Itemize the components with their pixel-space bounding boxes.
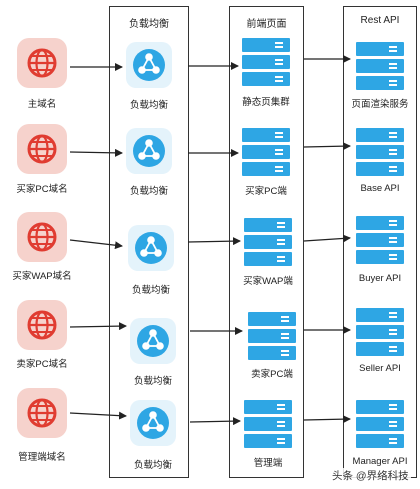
connection-arrow: [303, 415, 351, 424]
globe-icon: [27, 48, 57, 78]
render-service-label: 页面渲染服务: [351, 99, 409, 110]
seller-api-label: Seller API: [359, 363, 401, 374]
server-icon: [248, 329, 296, 343]
admin-domain-label: 管理端域名: [18, 452, 66, 463]
connection-arrow: [69, 239, 123, 250]
server-icon: [244, 252, 292, 266]
server-icon: [244, 235, 292, 249]
admin-label: 管理端: [253, 458, 283, 469]
load-balancer-node: [130, 400, 176, 446]
server-icon: [244, 400, 292, 414]
buyer-pc-domain-label: 买家PC域名: [16, 184, 68, 195]
load-balancer-label: 负载均衡: [129, 100, 168, 111]
seller-pc-label: 卖家PC端: [251, 369, 293, 380]
server-icon: [248, 346, 296, 360]
main-domain-node: [17, 38, 67, 88]
server-icon: [356, 76, 404, 90]
load-balancer-node: [128, 225, 174, 271]
server-icon: [244, 417, 292, 431]
connection-arrow: [303, 234, 351, 243]
server-icon: [242, 38, 290, 52]
server-icon: [242, 55, 290, 69]
load-balancer-icon: [133, 49, 165, 81]
globe-icon: [27, 222, 57, 252]
server-icon: [356, 400, 404, 414]
load-balancer-label: 负载均衡: [131, 285, 170, 296]
connection-arrow: [69, 411, 127, 420]
server-icon: [356, 145, 404, 159]
globe-icon: [27, 134, 57, 164]
buyer-wap-domain-label: 买家WAP域名: [12, 271, 72, 282]
buyer-api-label: Buyer API: [358, 273, 402, 284]
server-icon: [356, 59, 404, 73]
load-balancer-icon: [137, 407, 169, 439]
connection-arrow: [69, 322, 127, 331]
load-balancer-node: [126, 42, 172, 88]
server-icon: [242, 162, 290, 176]
globe-icon: [27, 398, 57, 428]
load-balancer-icon: [135, 232, 167, 264]
server-icon: [356, 417, 404, 431]
server-icon: [356, 162, 404, 176]
load-balancer-node: [130, 318, 176, 364]
server-icon: [242, 72, 290, 86]
server-icon: [356, 216, 404, 230]
load-balancer-icon: [133, 135, 165, 167]
server-icon: [356, 233, 404, 247]
server-icon: [356, 250, 404, 264]
server-icon: [356, 42, 404, 56]
buyer-pc-label: 买家PC端: [245, 186, 287, 197]
main-domain-label: 主域名: [27, 99, 57, 110]
base-api-label: Base API: [360, 183, 400, 194]
static-page-cluster-label: 静态页集群: [242, 97, 290, 108]
server-icon: [356, 342, 404, 356]
server-icon: [356, 325, 404, 339]
server-icon: [242, 145, 290, 159]
server-icon: [356, 128, 404, 142]
server-icon: [244, 434, 292, 448]
rest-api-column-title: Rest API: [360, 15, 400, 26]
connection-arrow: [303, 142, 351, 151]
buyer-wap-domain-node: [17, 212, 67, 262]
seller-pc-domain-label: 卖家PC域名: [16, 359, 68, 370]
manager-api-label: Manager API: [352, 456, 408, 467]
server-icon: [242, 128, 290, 142]
frontend-column-title: 前端页面: [246, 19, 287, 30]
connection-arrow: [189, 417, 241, 426]
server-icon: [356, 308, 404, 322]
load-balancer-node: [126, 128, 172, 174]
connection-arrow: [69, 148, 123, 157]
admin-domain-node: [17, 388, 67, 438]
globe-icon: [27, 310, 57, 340]
connection-arrow: [187, 237, 241, 246]
buyer-pc-domain-node: [17, 124, 67, 174]
seller-pc-domain-node: [17, 300, 67, 350]
load-balancer-label: 负载均衡: [129, 186, 168, 197]
load-balancer-label: 负载均衡: [133, 460, 172, 471]
load-balancer-icon: [137, 325, 169, 357]
server-icon: [244, 218, 292, 232]
server-icon: [356, 434, 404, 448]
load-balancer-column-title: 负载均衡: [129, 19, 169, 30]
server-icon: [248, 312, 296, 326]
buyer-wap-label: 买家WAP端: [243, 276, 293, 287]
load-balancer-label: 负载均衡: [133, 376, 172, 387]
watermark: 头条 @界络科技: [330, 468, 411, 483]
